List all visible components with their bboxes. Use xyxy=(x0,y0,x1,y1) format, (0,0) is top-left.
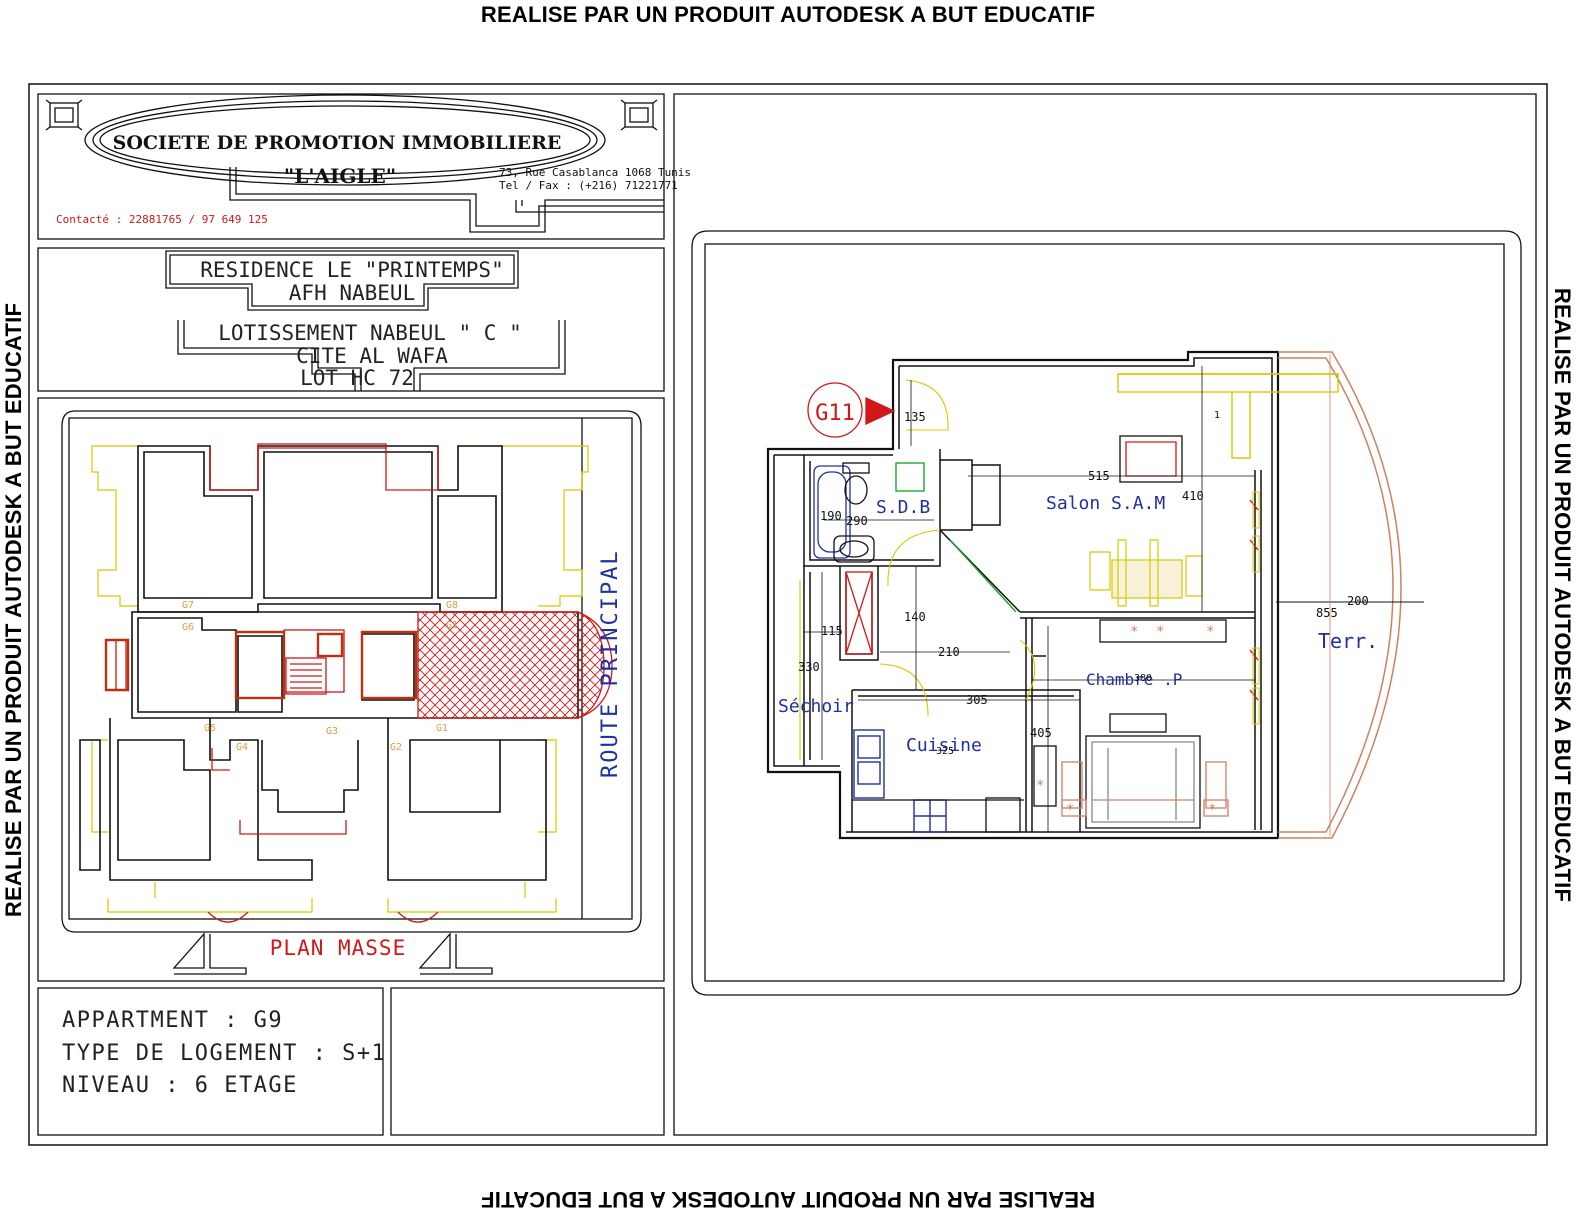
project-panel xyxy=(37,247,665,392)
kitchen-counter xyxy=(1117,373,1339,459)
stove-icon xyxy=(913,799,947,833)
road-label: ROUTE PRINCIPAL xyxy=(598,549,623,778)
room-label-terrasse: Terr. xyxy=(1318,629,1378,653)
company-address: 73, Rue Casablanca 1068 Tunis xyxy=(499,166,691,179)
unit-label-g4: G4 xyxy=(236,742,248,753)
unit-label-g6: G6 xyxy=(182,622,194,633)
unit-label-g2: G2 xyxy=(390,742,402,753)
sink-icon xyxy=(833,535,875,563)
sliding-door-green xyxy=(949,539,1017,613)
dim-380: 380 xyxy=(1134,673,1152,684)
svg-text:*: * xyxy=(1156,624,1164,640)
svg-text:*: * xyxy=(1036,778,1044,794)
cite-name: CITE AL WAFA xyxy=(296,344,448,368)
dim-140: 140 xyxy=(904,610,926,624)
dim-410: 410 xyxy=(1182,489,1204,503)
sdb-green-shower xyxy=(895,462,925,492)
company-contact: Contacté : 22881765 / 97 649 125 xyxy=(56,213,268,226)
terrace xyxy=(1276,351,1424,839)
toilet-icon xyxy=(842,462,870,505)
info-panel xyxy=(37,987,384,1136)
dim-135: 135 xyxy=(904,410,926,424)
company-ellipse-frame xyxy=(84,94,606,186)
floor-plan-panel xyxy=(673,93,1537,1136)
unit-label-g1-top: G1 xyxy=(446,620,458,631)
svg-text:*: * xyxy=(1206,624,1214,640)
apartment-info: APPARTMENT : G9 xyxy=(62,1008,284,1033)
floor-plan-frame-inner xyxy=(704,243,1505,982)
dim-200: 200 xyxy=(1347,594,1369,608)
unit-label-g1: G1 xyxy=(436,723,448,734)
unit-label-g3: G3 xyxy=(326,726,338,737)
window-frames xyxy=(1252,491,1260,725)
dim-190: 190 xyxy=(820,509,842,523)
site-plan-drawing: G7 G6 G8 G1 G5 G4 G3 G2 G1 xyxy=(61,410,642,975)
dim-115: 115 xyxy=(821,624,843,638)
window-marks xyxy=(1249,499,1259,701)
dimension-lines xyxy=(804,366,1255,832)
room-label-chambre: Chambre .P xyxy=(1086,670,1182,689)
title-block-walls xyxy=(229,167,664,233)
empty-panel xyxy=(390,987,665,1136)
g11-marker xyxy=(807,382,896,438)
salon-fireplace xyxy=(1119,435,1183,483)
apartment-floor-plan xyxy=(766,350,1280,840)
sheet-border xyxy=(28,83,1548,1146)
room-label-salon: Salon S.A.M xyxy=(1046,493,1165,514)
svg-text:*: * xyxy=(1066,802,1074,818)
dim-1: 1 xyxy=(1214,410,1220,421)
svg-text:*: * xyxy=(1130,624,1138,640)
bathtub-icon xyxy=(813,465,851,559)
residence-name: RESIDENCE LE "PRINTEMPS" xyxy=(200,258,503,282)
plant-icons: * * * * * * xyxy=(1036,624,1216,818)
housing-type-info: TYPE DE LOGEMENT : S+1 xyxy=(62,1041,387,1066)
dim-405: 405 xyxy=(1030,726,1052,740)
dim-210: 210 xyxy=(938,645,960,659)
svg-text:*: * xyxy=(1208,802,1216,818)
dim-325: 325 xyxy=(936,746,954,757)
level-info: NIVEAU : 6 ETAGE xyxy=(62,1073,298,1098)
logo-corner-left-icon xyxy=(45,99,83,131)
project-frames xyxy=(165,250,566,391)
unit-label-g7: G7 xyxy=(182,600,194,611)
laundry-icon xyxy=(1033,745,1057,807)
bed-icon xyxy=(1061,713,1229,829)
g11-label: G11 xyxy=(815,401,855,426)
lotissement-name: LOTISSEMENT NABEUL " C " xyxy=(218,321,521,345)
closet-icon xyxy=(845,571,873,655)
logo-corner-right-icon xyxy=(620,99,658,131)
watermark-top: REALISE PAR UN PRODUIT AUTODESK A BUT ED… xyxy=(480,2,1096,27)
unit-label-g5: G5 xyxy=(204,723,216,734)
company-brand: "L'AIGLE" xyxy=(284,164,396,188)
dim-290: 290 xyxy=(846,514,868,528)
title-block-panel xyxy=(37,93,665,240)
dim-305: 305 xyxy=(966,693,988,707)
salon-fireplace-detail xyxy=(1125,441,1177,477)
dim-330: 330 xyxy=(798,660,820,674)
unit-label-g8: G8 xyxy=(446,600,458,611)
fridge-icon xyxy=(985,797,1021,833)
room-label-sechoir: Séchoir xyxy=(778,696,854,717)
dim-855: 855 xyxy=(1316,606,1338,620)
room-label-cuisine: Cuisine xyxy=(906,735,982,756)
company-phone: Tel / Fax : (+216) 71221771 xyxy=(499,179,678,192)
wardrobe-icon xyxy=(1099,619,1227,643)
company-name: SOCIETE DE PROMOTION IMMOBILIERE xyxy=(113,132,562,154)
site-plan-panel xyxy=(37,397,665,982)
residence-place: AFH NABEUL xyxy=(289,281,415,305)
site-plan-title: PLAN MASSE xyxy=(270,936,406,960)
kitchen-sink-icon xyxy=(853,729,885,799)
lot-number: LOT HC 72 xyxy=(300,366,414,390)
dim-515: 515 xyxy=(1088,469,1110,483)
dining-set xyxy=(1089,539,1203,607)
floor-plan-frame-outer xyxy=(691,230,1522,996)
room-label-sdb: S.D.B xyxy=(876,497,930,518)
